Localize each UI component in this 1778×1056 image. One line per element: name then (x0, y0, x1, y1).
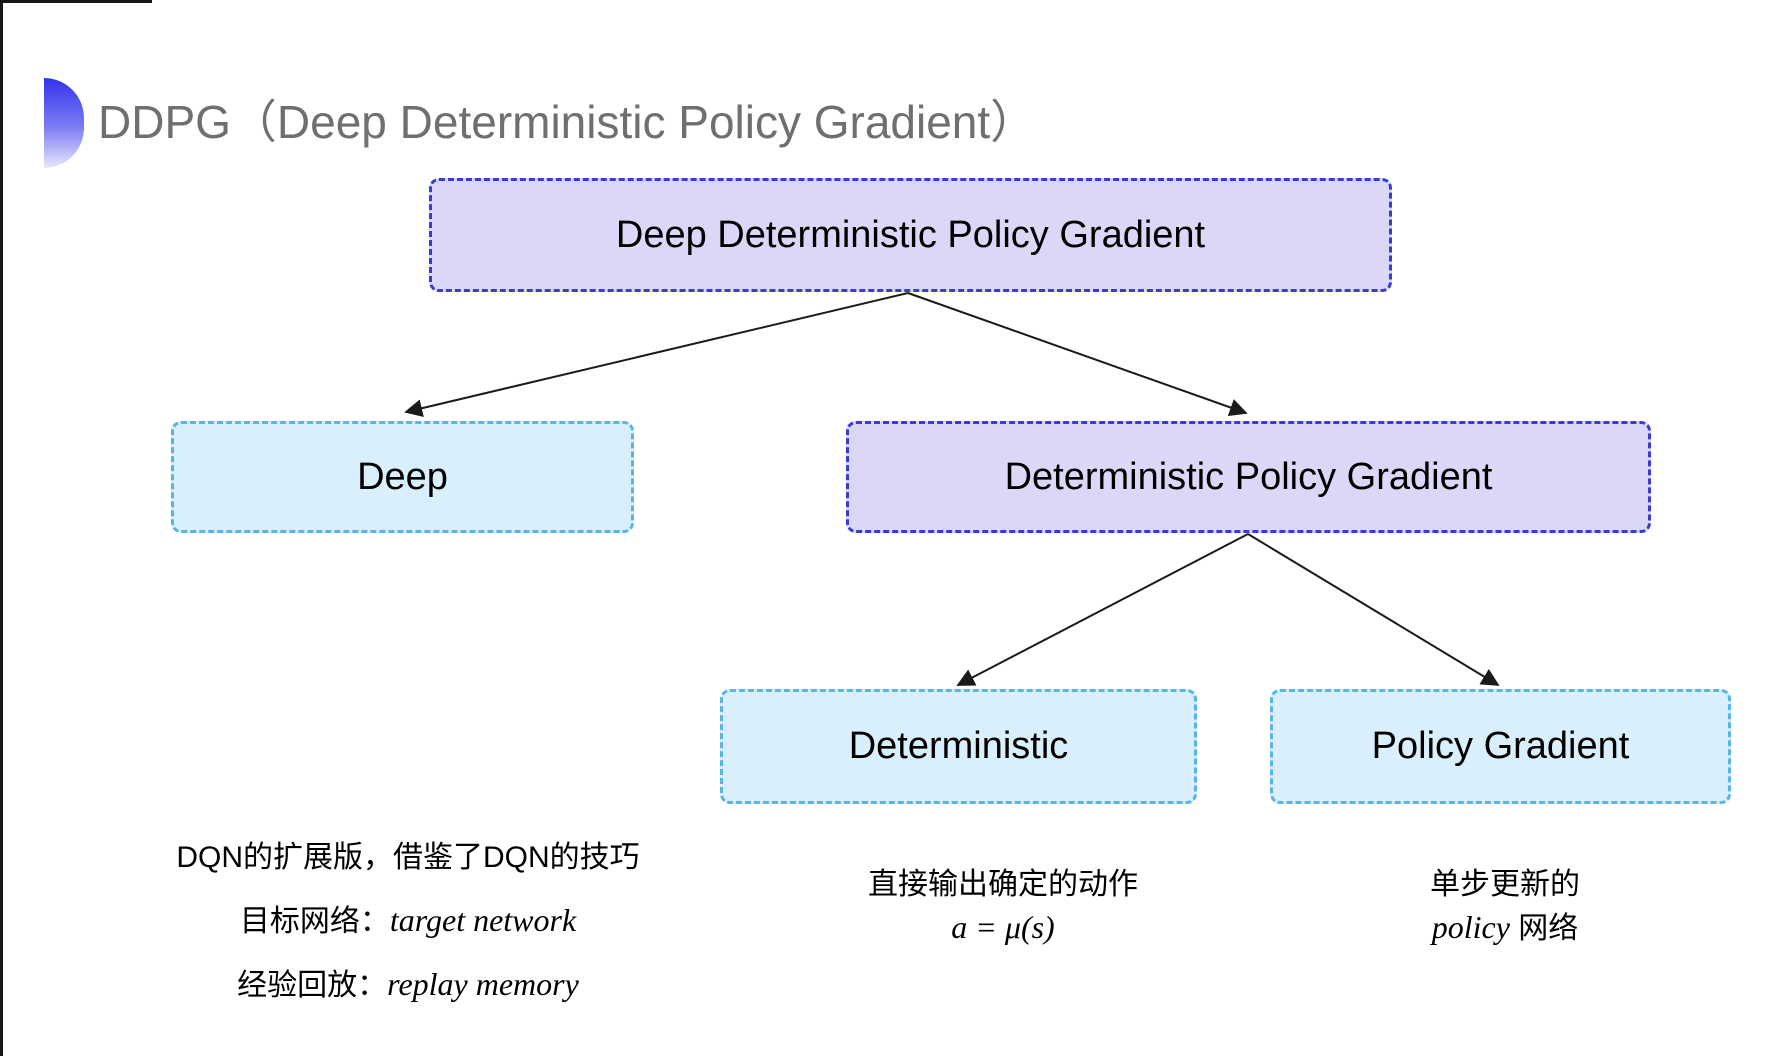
deep-annotation-line3: 经验回放：replay memory (128, 966, 688, 1004)
edge-ddpg-to-dpg (907, 292, 1248, 417)
tree-node-deep: Deep (171, 421, 634, 533)
tree-node-policy-gradient: Policy Gradient (1270, 689, 1731, 804)
tree-node-deterministic: Deterministic (720, 689, 1197, 804)
policy-term-rest: 网络 (1509, 912, 1579, 945)
target-network-term: target network (389, 902, 577, 938)
title-bullet-icon (44, 78, 84, 168)
tree-node-dpg: Deterministic Policy Gradient (846, 421, 1651, 533)
deterministic-annotation: 直接输出确定的动作 a = μ(s) (803, 868, 1203, 944)
policy-term: policy (1431, 909, 1510, 945)
replay-memory-label: 经验回放： (237, 969, 388, 1002)
tree-node-ddpg-label: Deep Deterministic Policy Gradient (615, 213, 1206, 256)
replay-memory-term: replay memory (387, 966, 579, 1002)
tree-node-deep-label: Deep (357, 455, 448, 498)
policy-gradient-annotation: 单步更新的 policy 网络 (1305, 868, 1705, 946)
edge-dpg-to-policy-gradient (1247, 533, 1500, 686)
deep-annotation: DQN的扩展版，借鉴了DQN的技巧 目标网络：target network 经验… (128, 840, 688, 1004)
screen-edge-top (0, 0, 152, 3)
page-title: DDPG（Deep Deterministic Policy Gradient） (98, 96, 1037, 148)
tree-node-dpg-label: Deterministic Policy Gradient (1004, 455, 1493, 498)
deep-annotation-line2: 目标网络：target network (128, 902, 688, 940)
tree-node-policy-gradient-label: Policy Gradient (1371, 725, 1630, 767)
tree-node-ddpg: Deep Deterministic Policy Gradient (429, 178, 1392, 292)
policy-gradient-annotation-line1: 单步更新的 (1430, 868, 1580, 901)
screen-edge-left (0, 0, 3, 1056)
deterministic-annotation-line1: 直接输出确定的动作 (868, 868, 1138, 901)
target-network-label: 目标网络： (239, 905, 390, 938)
tree-node-deterministic-label: Deterministic (848, 725, 1069, 767)
policy-gradient-annotation-line2: policy 网络 (1305, 910, 1705, 946)
deterministic-annotation-formula: a = μ(s) (951, 909, 1055, 945)
deep-annotation-line1: DQN的扩展版，借鉴了DQN的技巧 (176, 841, 640, 874)
edge-ddpg-to-deep (404, 292, 909, 418)
edge-dpg-to-deterministic (956, 533, 1249, 686)
